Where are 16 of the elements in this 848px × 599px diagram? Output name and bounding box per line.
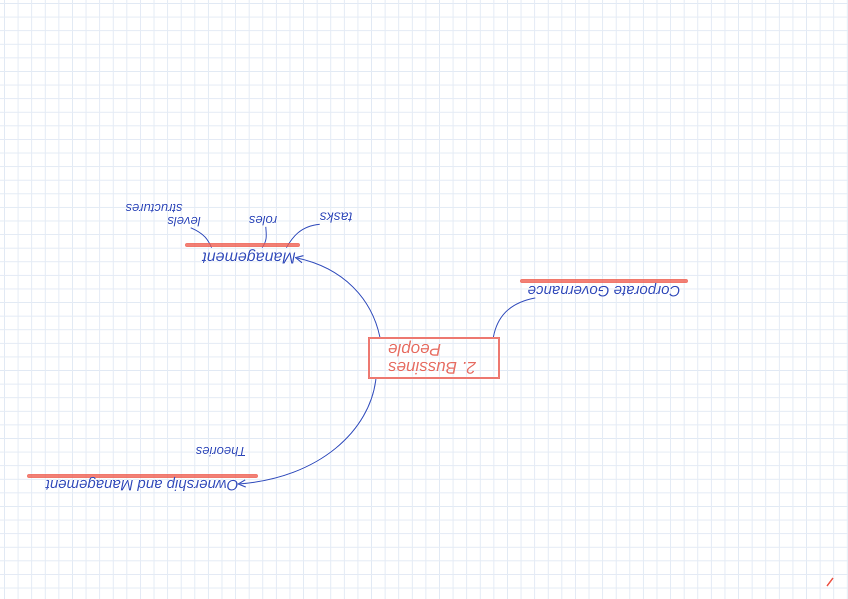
connector-line — [262, 226, 267, 248]
branch-label: Corporate Governance — [528, 282, 680, 298]
arrow — [295, 255, 380, 338]
connector-line — [492, 297, 536, 338]
connector-line — [190, 227, 212, 248]
connector-line — [286, 224, 320, 248]
topic-box — [368, 337, 500, 379]
arrow — [238, 378, 376, 488]
note-text: structures — [125, 201, 183, 215]
sub-topic-label: levels — [167, 214, 201, 228]
branch-label: Management — [202, 248, 296, 264]
sub-topic-label: roles — [248, 213, 278, 227]
topic-title: 2. Bussines People — [388, 340, 477, 376]
branch-label: Ownership and Management — [46, 476, 238, 492]
sub-topic-label: tasks — [320, 210, 352, 224]
note-text: Theories — [196, 444, 246, 458]
